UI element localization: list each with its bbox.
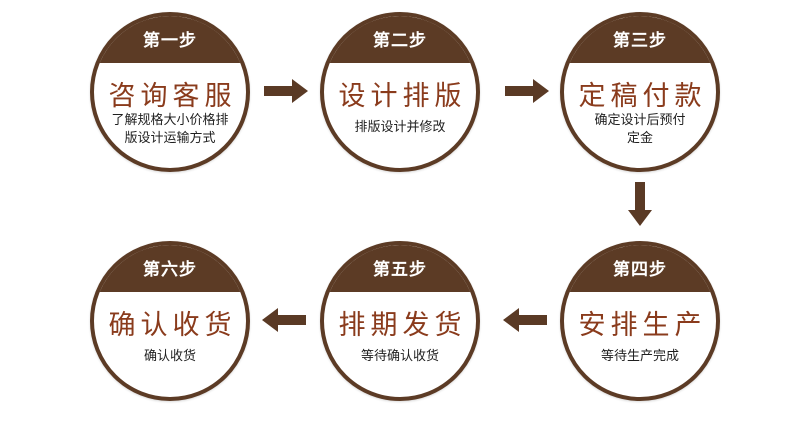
- step-6-circle: 第六步 确认收货 确认收货: [90, 241, 250, 401]
- step-1-circle: 第一步 咨询客服 了解规格大小价格排 版设计运输方式: [90, 12, 250, 172]
- step-2-description-line-1: 排版设计并修改: [354, 120, 446, 135]
- step-3-description: 确定设计后预付 定金: [574, 112, 706, 148]
- step-3-label: 第三步: [613, 31, 667, 51]
- step-4-title: 安排生产: [578, 310, 707, 341]
- step-2-label: 第二步: [373, 31, 427, 51]
- step-5-label: 第五步: [373, 260, 427, 280]
- step-5-circle: 第五步 排期发货 等待确认收货: [320, 241, 480, 401]
- step-5-description: 等待确认收货: [334, 348, 466, 366]
- step-1-description-line-2: 版设计运输方式: [124, 131, 216, 146]
- arrow-left-icon: [503, 308, 547, 332]
- step-3-circle: 第三步 定稿付款 确定设计后预付 定金: [560, 12, 720, 172]
- step-1-header-band: [94, 16, 246, 63]
- step-3-title: 定稿付款: [578, 81, 707, 112]
- step-4-description: 等待生产完成: [574, 348, 706, 366]
- step-6-title: 确认收货: [108, 310, 237, 341]
- step-2-description: 排版设计并修改: [334, 119, 466, 137]
- arrow-down-icon: [628, 182, 652, 226]
- arrow-left-icon: [262, 308, 306, 332]
- step-2-header-band: [324, 16, 476, 63]
- step-5-title: 排期发货: [338, 310, 467, 341]
- arrow-right-icon: [505, 79, 549, 103]
- step-2-circle: 第二步 设计排版 排版设计并修改: [320, 12, 480, 172]
- step-3-description-line-1: 确定设计后预付: [594, 113, 686, 128]
- step-4-header-band: [564, 245, 716, 292]
- step-6-description-line-1: 确认收货: [143, 349, 196, 364]
- step-1-label: 第一步: [143, 31, 197, 51]
- step-6-header-band: [94, 245, 246, 292]
- step-4-circle: 第四步 安排生产 等待生产完成: [560, 241, 720, 401]
- step-6-label: 第六步: [143, 260, 197, 280]
- step-1-description-line-1: 了解规格大小价格排: [111, 113, 229, 128]
- step-5-description-line-1: 等待确认收货: [360, 349, 439, 364]
- step-5-header-band: [324, 245, 476, 292]
- step-4-label: 第四步: [613, 260, 667, 280]
- step-6-description: 确认收货: [104, 348, 236, 366]
- step-4-description-line-1: 等待生产完成: [600, 349, 679, 364]
- arrow-right-icon: [264, 79, 308, 103]
- step-1-description: 了解规格大小价格排 版设计运输方式: [104, 112, 236, 148]
- step-2-title: 设计排版: [338, 81, 467, 112]
- step-1-title: 咨询客服: [108, 81, 237, 112]
- step-3-header-band: [564, 16, 716, 63]
- step-3-description-line-2: 定金: [626, 131, 653, 146]
